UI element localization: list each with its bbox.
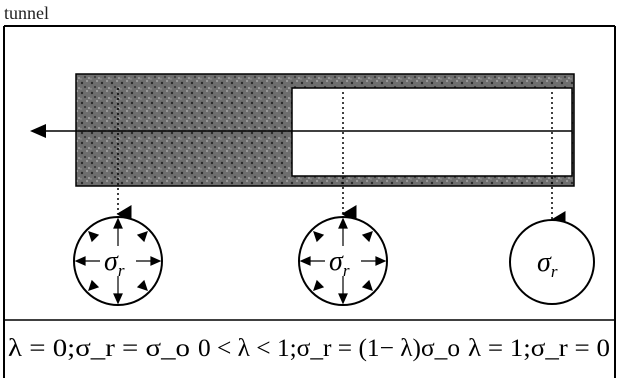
unexcavated-core — [291, 87, 573, 177]
advance-arrow-icon — [30, 124, 46, 138]
svg-text:σr: σr — [104, 246, 125, 280]
cross-section-full-support: σr — [73, 216, 163, 306]
sigma-symbol: σ — [537, 247, 552, 278]
sigma-subscript: r — [551, 262, 558, 281]
condition-full-support: λ = 0;σ_r = σ_o — [8, 335, 190, 362]
condition-partial-support: 0 < λ < 1;σ_r = (1− λ)σ_o — [198, 335, 460, 362]
cross-section-partial-support: σr — [298, 216, 388, 306]
cross-section-no-support: σr — [509, 219, 595, 305]
sigma-symbol: σ — [104, 246, 119, 277]
svg-text:σr: σr — [537, 247, 558, 281]
svg-text:σr: σr — [329, 246, 350, 280]
sigma-subscript: r — [118, 261, 125, 280]
sigma-subscript: r — [343, 261, 350, 280]
top-caption: tunnel — [4, 3, 49, 23]
condition-no-support: λ = 1;σ_r = 0 — [468, 335, 610, 362]
sigma-symbol: σ — [329, 246, 344, 277]
